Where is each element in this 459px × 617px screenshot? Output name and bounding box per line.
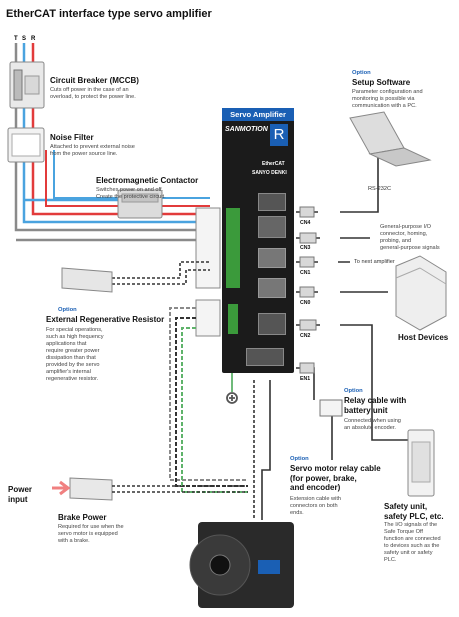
servo-motor — [189, 522, 294, 608]
motor-cable-option-tag: Option — [290, 456, 309, 462]
safety-title: Safety unit,safety PLC, etc. — [384, 502, 444, 521]
safety-unit-device — [407, 429, 435, 497]
ground-line — [226, 360, 238, 404]
resistor-option-tag: Option — [58, 307, 77, 313]
cn1-label: CN1 — [300, 270, 311, 276]
pc-device — [349, 111, 432, 167]
brake-wires — [112, 485, 248, 493]
brake-title: Brake Power — [58, 513, 107, 522]
terminal-block — [195, 207, 221, 337]
relay-option-tag: Option — [344, 388, 363, 394]
mccb-device — [9, 61, 45, 109]
host-devices-title: Host Devices — [398, 333, 449, 342]
amplifier-header: Servo Amplifier — [222, 108, 294, 121]
phase-s-label: S — [22, 36, 26, 42]
port-cn2 — [258, 313, 286, 335]
en1-label: EN1 — [300, 376, 311, 382]
port-cn4 — [258, 193, 286, 211]
regen-resistor-device — [61, 267, 113, 293]
power-input-arrow — [52, 480, 71, 496]
cn0-label: CN0 — [300, 300, 311, 306]
amplifier-power-terminals — [226, 208, 240, 288]
breaker-title: Circuit Breaker (MCCB) — [50, 76, 139, 85]
connector-plugs — [299, 206, 343, 417]
control-power-lines — [45, 150, 210, 207]
rs232c-label: RS-232C — [368, 186, 392, 192]
servo-amplifier: Servo Amplifier SANMOTION R EtherCAT SAN… — [222, 108, 294, 373]
cn2-label: CN2 — [300, 333, 311, 339]
cn3-label: CN3 — [300, 245, 311, 251]
phase-r-label: R — [31, 36, 36, 42]
port-cn3 — [258, 216, 286, 238]
amplifier-maker: SANYO DENKI — [252, 170, 287, 176]
contactor-title: Electromagnetic Contactor — [96, 176, 199, 185]
setup-option-tag: Option — [352, 70, 371, 76]
phase-t-label: T — [14, 36, 18, 42]
resistor-title: External Regenerative Resistor — [46, 315, 165, 324]
setup-title: Setup Software — [352, 78, 411, 87]
motor-cable-title: Servo motor relay cable(for power, brake… — [290, 464, 381, 493]
regen-resistor-wires — [112, 261, 210, 285]
next-amplifier-label: To next amplifier — [354, 259, 395, 265]
resistor-desc: For special operations,such as high freq… — [46, 327, 104, 382]
noise-filter-device — [7, 127, 45, 163]
main-power-lines — [14, 43, 210, 242]
port-cn1 — [258, 248, 286, 268]
contactor-desc: Switches power on and off.Create the pro… — [96, 187, 166, 200]
port-en1 — [246, 348, 284, 366]
filter-title: Noise Filter — [50, 133, 94, 142]
amplifier-motor-terminals — [228, 304, 238, 334]
brake-power-device — [69, 477, 113, 501]
page-title: EtherCAT interface type servo amplifier — [6, 8, 212, 20]
host-devices — [395, 255, 447, 331]
cn4-label: CN4 — [300, 220, 311, 226]
amplifier-series-letter: R — [270, 124, 288, 146]
contactor-device — [117, 189, 163, 219]
amplifier-brand: SANMOTION — [225, 126, 268, 133]
port-cn0 — [258, 278, 286, 298]
amplifier-ethercat-logo: EtherCAT — [262, 161, 285, 167]
